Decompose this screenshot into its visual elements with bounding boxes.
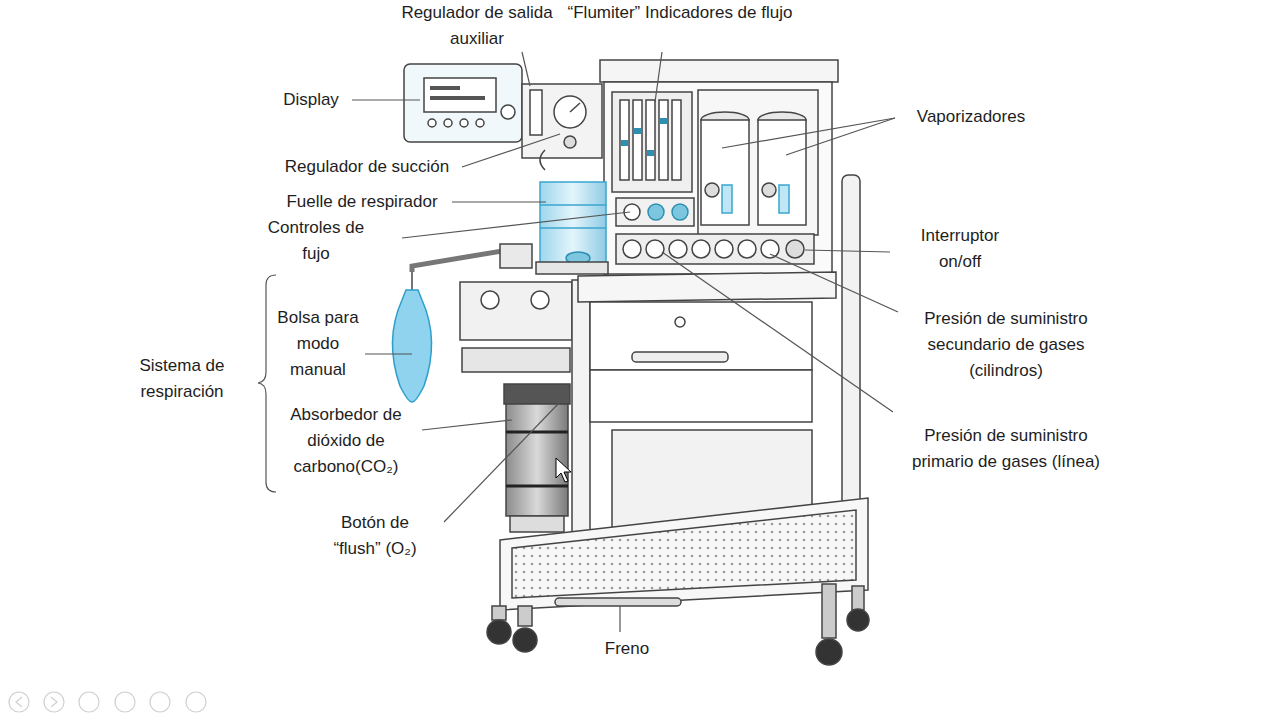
part-label: Display [271, 87, 351, 113]
group-bracket [258, 275, 276, 492]
part-label: Controles de fujo [261, 215, 371, 267]
player-toolbar [9, 692, 206, 712]
part-label: “Flumiter” Indicadores de flujo [563, 0, 798, 26]
leader-lines [352, 52, 898, 632]
part-label: Botón de “flush” (O₂) [325, 510, 425, 562]
part-label: Vaporizadores [901, 104, 1041, 130]
part-label: Presión de suministro secundario de gase… [906, 306, 1106, 384]
part-label: Fuelle de respirador [262, 189, 462, 215]
part-label: Regulador de salida auxiliar [382, 0, 572, 52]
part-label: Sistema de respiración [127, 353, 237, 405]
part-label: Freno [587, 636, 667, 662]
part-label: Presión de suministro primario de gases … [899, 423, 1114, 475]
part-label: Interruptor on/off [905, 223, 1015, 275]
part-label: Regulador de succión [267, 154, 467, 180]
part-label: Bolsa para modo manual [268, 305, 368, 383]
mouse-cursor [556, 458, 571, 482]
part-label: Absorbedor de dióxido de carbono(CO₂) [281, 402, 411, 480]
